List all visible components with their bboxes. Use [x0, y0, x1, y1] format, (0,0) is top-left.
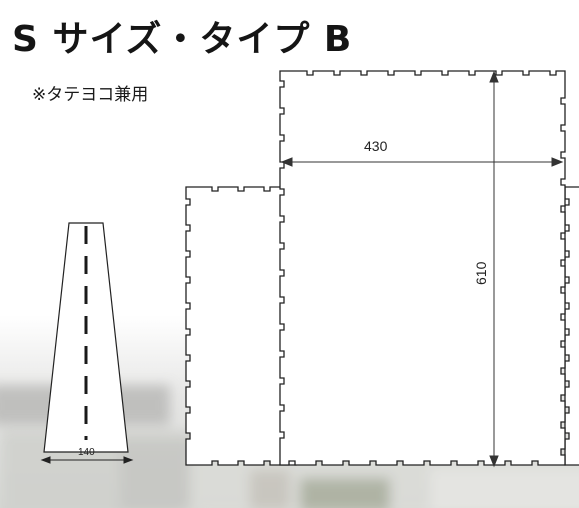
- base-dimension: [40, 456, 134, 464]
- orientation-note: ※タテヨコ兼用: [32, 85, 149, 105]
- width-dimension: [280, 157, 564, 167]
- right-panel-outline: [564, 186, 579, 466]
- base-label: 140: [78, 447, 95, 458]
- page-title: S サイズ・タイプ B: [12, 19, 353, 60]
- main-panel-outline: [279, 70, 566, 466]
- width-label: 430: [364, 138, 388, 154]
- height-dimension: [489, 70, 499, 468]
- height-label: 610: [473, 261, 489, 285]
- side-profile: [43, 222, 129, 453]
